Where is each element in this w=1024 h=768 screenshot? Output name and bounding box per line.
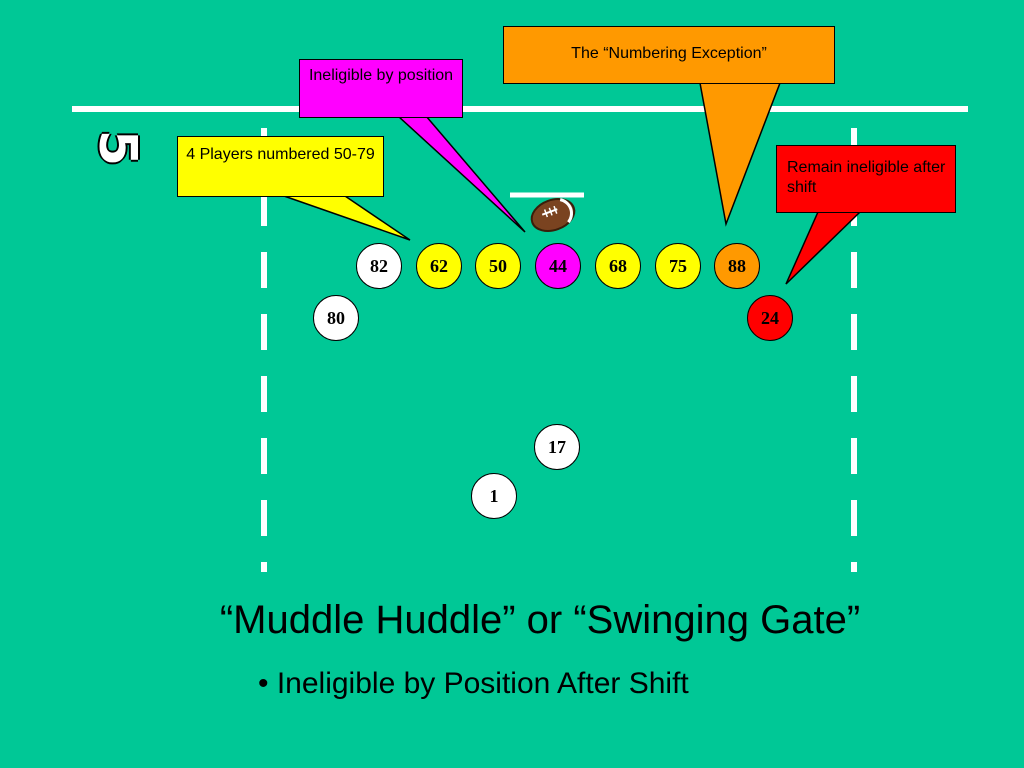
callout-ineligible-by-position: Ineligible by position: [299, 59, 463, 118]
player-80: 80: [313, 295, 359, 341]
callout-four-players: 4 Players numbered 50-79: [177, 136, 384, 197]
player-1: 1: [471, 473, 517, 519]
player-82: 82: [356, 243, 402, 289]
callout-numbering-exception: The “Numbering Exception”: [503, 26, 835, 84]
player-44: 44: [535, 243, 581, 289]
player-62: 62: [416, 243, 462, 289]
player-88: 88: [714, 243, 760, 289]
callout-remain-ineligible: Remain ineligible after shift: [776, 145, 956, 213]
football-icon: [530, 198, 576, 232]
callout-pointer-numbering: [699, 82, 782, 227]
player-68: 68: [595, 243, 641, 289]
callout-pointer-position: [396, 115, 526, 233]
player-24: 24: [747, 295, 793, 341]
slide-bullet: • Ineligible by Position After Shift: [258, 667, 689, 700]
player-17: 17: [534, 424, 580, 470]
player-50: 50: [475, 243, 521, 289]
yard-number-marker: 5: [87, 129, 147, 167]
player-75: 75: [655, 243, 701, 289]
callout-pointer-players: [283, 195, 411, 241]
slide-title: “Muddle Huddle” or “Swinging Gate”: [219, 598, 861, 642]
callout-pointer-remain: [785, 211, 862, 285]
